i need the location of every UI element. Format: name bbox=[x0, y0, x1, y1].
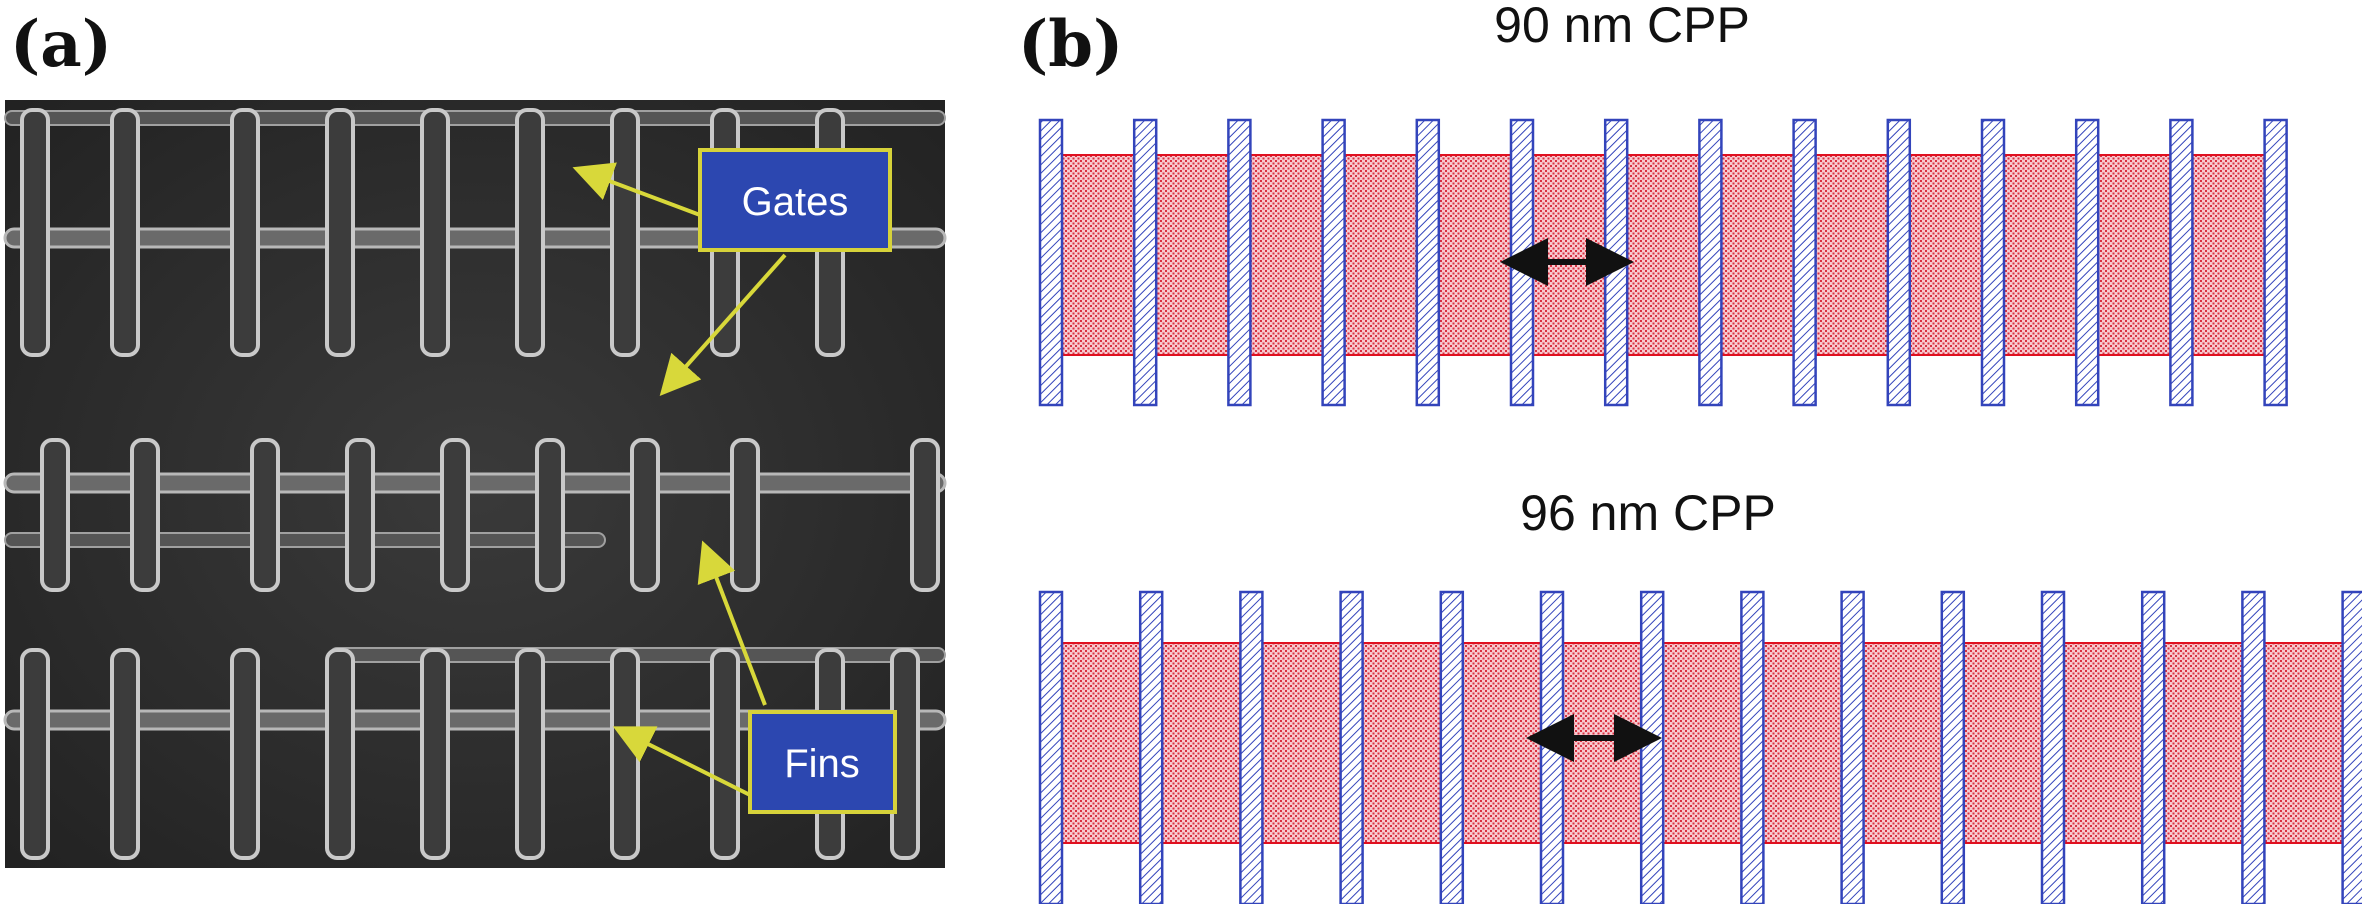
gate-96 bbox=[1940, 590, 1966, 904]
sem-gate bbox=[40, 438, 70, 592]
gate-96 bbox=[1639, 590, 1665, 904]
sem-gate bbox=[515, 648, 545, 860]
fins-label-box bbox=[748, 710, 897, 814]
gate-96 bbox=[1740, 590, 1765, 904]
gate-96 bbox=[2241, 590, 2266, 904]
sem-gate bbox=[110, 648, 140, 860]
sem-gate bbox=[710, 648, 740, 860]
gate-90 bbox=[1038, 118, 1064, 407]
sem-gate bbox=[910, 438, 940, 592]
gate-90 bbox=[2263, 118, 2288, 407]
gate-90 bbox=[1227, 118, 1252, 407]
gates-label: Gates bbox=[742, 180, 849, 224]
sem-gate bbox=[110, 108, 140, 357]
sem-gate bbox=[20, 648, 50, 860]
gate-90 bbox=[1415, 118, 1441, 407]
sem-gate bbox=[20, 108, 50, 357]
sem-gate bbox=[325, 108, 355, 357]
sem-gate bbox=[230, 648, 260, 860]
gate-96 bbox=[2040, 590, 2066, 904]
gate-96 bbox=[1539, 590, 1565, 904]
sem-gate bbox=[535, 438, 565, 592]
gate-96 bbox=[2140, 590, 2166, 904]
gate-90 bbox=[2074, 118, 2100, 407]
gate-96 bbox=[2341, 590, 2362, 904]
layout-96nm bbox=[1038, 590, 2362, 904]
gates-callout: Gates bbox=[572, 148, 892, 396]
gate-90 bbox=[2169, 118, 2194, 407]
layout-96-title: 96 nm CPP bbox=[1520, 485, 1776, 541]
sem-gate bbox=[420, 108, 450, 357]
gates-label-box bbox=[698, 148, 892, 252]
sem-gate bbox=[325, 648, 355, 860]
sem-gate bbox=[420, 648, 450, 860]
gate-96 bbox=[1439, 590, 1465, 904]
sem-fin-line bbox=[3, 472, 947, 494]
gate-96 bbox=[1138, 590, 1164, 904]
gate-90 bbox=[1980, 118, 2006, 407]
sem-gate bbox=[250, 438, 280, 592]
sem-gate bbox=[230, 108, 260, 357]
gate-96 bbox=[1339, 590, 1364, 904]
sem-gate bbox=[730, 438, 760, 592]
sem-gate bbox=[440, 438, 470, 592]
layout-90nm bbox=[1038, 118, 2288, 407]
gate-90 bbox=[1698, 118, 1723, 407]
gate-96 bbox=[1239, 590, 1264, 904]
sem-gate bbox=[345, 438, 375, 592]
sem-gates bbox=[20, 108, 940, 860]
gate-90 bbox=[1132, 118, 1158, 407]
gate-96 bbox=[1038, 590, 1064, 904]
sem-gate bbox=[610, 648, 640, 860]
gate-90 bbox=[1792, 118, 1817, 407]
fin-region-90 bbox=[1049, 154, 2271, 356]
fins-label: Fins bbox=[784, 742, 860, 786]
sem-fin-line bbox=[4, 532, 606, 548]
sem-gate bbox=[515, 108, 545, 357]
sem-gate bbox=[610, 108, 640, 357]
fins-callout: Fins bbox=[612, 540, 897, 814]
layout-90-title: 90 nm CPP bbox=[1494, 0, 1750, 53]
gate-90 bbox=[1321, 118, 1346, 407]
sem-fin-line bbox=[4, 110, 946, 126]
sem-gate bbox=[130, 438, 160, 592]
gate-96 bbox=[1840, 590, 1865, 904]
panel-b-label: (b) bbox=[1018, 7, 1123, 82]
gate-90 bbox=[1886, 118, 1912, 407]
sem-gate bbox=[630, 438, 660, 592]
panel-a-label: (a) bbox=[10, 7, 112, 82]
